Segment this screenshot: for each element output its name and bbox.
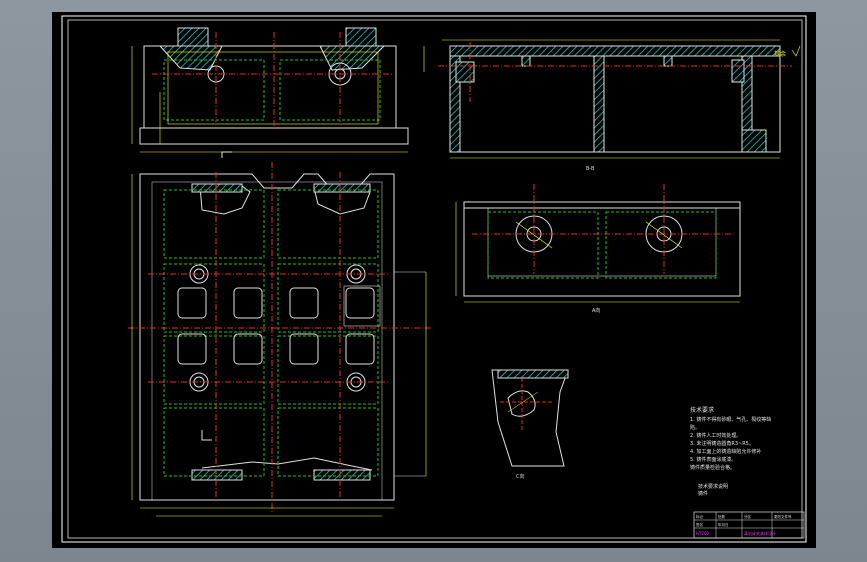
front-view-top <box>131 27 409 153</box>
title-block: 标记 处数 分区 更改文件号 签名 年月日 某机床夹具体设计 HT200 <box>693 511 805 539</box>
drawing-sheet: 其余 B-B <box>52 12 816 548</box>
tech-req-line-7: 铸件质量检验合格。 <box>690 464 735 471</box>
tb-cell-5: 签名 <box>696 522 703 527</box>
tb-cell-1: 标记 <box>696 514 704 519</box>
tb-name: 某机床夹具体设计 <box>744 530 776 536</box>
stamp-text: 技术要求说明 <box>698 483 728 490</box>
inner-border <box>67 19 803 539</box>
view-a <box>455 184 741 303</box>
drawing-canvas: 其余 B-B <box>61 15 807 543</box>
roughness-symbol-icon <box>791 45 801 57</box>
view-c-label: C向 <box>516 473 525 480</box>
tech-req-line-1: 1. 铸件不得有砂眼、气孔、裂纹等缺 <box>690 416 771 423</box>
tech-req-line-3: 2. 铸件人工时效处理。 <box>690 432 741 439</box>
view-a-label: A向 <box>592 307 600 314</box>
sheet-border <box>61 15 807 543</box>
tb-cell-4: 更改文件号 <box>774 514 792 519</box>
technical-requirements: 技术要求 1. 铸件不得有砂眼、气孔、裂纹等缺 陷。 2. 铸件人工时效处理。 … <box>690 406 771 497</box>
stamp-sub: 铸件 <box>698 490 708 497</box>
plan-view <box>128 151 432 517</box>
roughness-note: 其余 <box>774 50 786 58</box>
view-c <box>491 369 569 467</box>
section-b-b <box>423 39 792 159</box>
tech-req-line-5: 4. 加工面上的铸造缺陷允许修补 <box>690 448 761 455</box>
tech-req-line-6: 5. 铸件表面涂底漆。 <box>690 456 736 463</box>
tb-cell-6: 年月日 <box>718 522 729 527</box>
section-b-b-label: B-B <box>586 166 595 172</box>
tb-cell-3: 分区 <box>744 514 752 519</box>
tech-req-line-4: 3. 未注明铸造圆角R3~R5。 <box>690 440 754 447</box>
tb-material: HT200 <box>696 531 710 536</box>
tb-cell-2: 处数 <box>718 514 726 519</box>
tech-req-line-2: 陷。 <box>690 424 700 431</box>
tech-req-title: 技术要求 <box>690 406 714 414</box>
